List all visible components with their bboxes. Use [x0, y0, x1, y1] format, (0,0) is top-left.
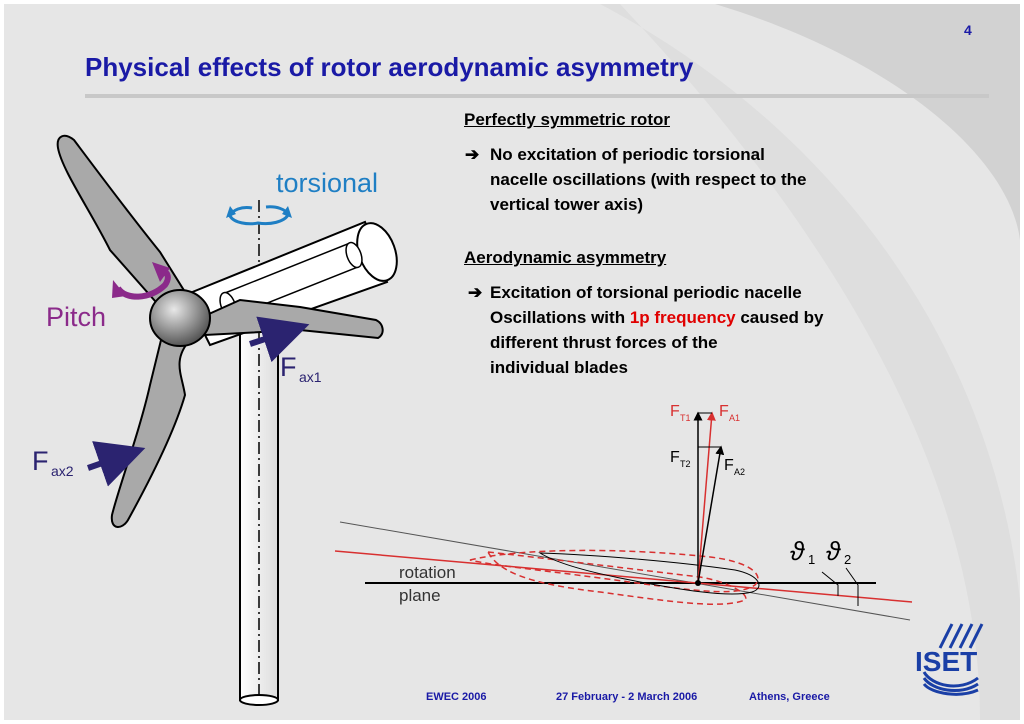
bullet-line: nacelle oscillations (with respect to th…: [490, 170, 807, 189]
bullet-line: Excitation of torsional periodic nacelle: [490, 283, 802, 302]
bullet-line: vertical tower axis): [490, 195, 644, 214]
logo-blade-icon: [922, 623, 984, 696]
arrow-right-icon: ➔: [468, 283, 483, 302]
airfoil-profile-solid: [538, 552, 760, 595]
bullet-line: Oscillations with 1p frequency caused by: [490, 305, 950, 330]
theta1-label-main: ϑ: [790, 536, 805, 566]
footer-event: EWEC 2006: [426, 691, 487, 703]
section-heading-asymmetry: Aerodynamic asymmetry: [464, 248, 667, 267]
footer-dates: 27 February - 2 March 2006: [556, 691, 698, 703]
theta1-label-sub: 1: [808, 552, 815, 567]
theta2-label-main: ϑ: [826, 536, 841, 566]
iset-logo: ISET: [915, 623, 984, 696]
bullet-symmetric: ➔ No excitation of periodic torsional na…: [465, 142, 930, 217]
ft1-label-main: F: [670, 403, 680, 420]
slide-title: Physical effects of rotor aerodynamic as…: [85, 52, 694, 82]
pitch-label: Pitch: [46, 302, 106, 332]
fa2-label-main: F: [724, 457, 734, 474]
angle-marker-theta1: [821, 571, 839, 596]
fa2-label-sub: A2: [734, 467, 745, 477]
corner-swoosh: [715, 4, 1020, 240]
fax2-label-sub: ax2: [51, 463, 74, 479]
background-arc: [600, 4, 1020, 720]
torsional-label: torsional: [276, 168, 378, 198]
ft1-label-sub: T1: [680, 413, 691, 423]
rotation-plane-label-line1: rotation: [399, 563, 456, 582]
ft2-label-sub: T2: [680, 459, 691, 469]
fa1-label-sub: A1: [729, 413, 740, 423]
highlight-1p-frequency: 1p frequency: [629, 308, 736, 327]
pivot-point: [695, 580, 701, 586]
title-divider: [85, 94, 989, 98]
torsional-arrow-icon: [226, 205, 292, 226]
bullet-line: No excitation of periodic torsional: [490, 145, 765, 164]
slide-number: 4: [964, 22, 972, 38]
fa1-label-main: F: [719, 403, 729, 420]
vector-fa1: [697, 411, 716, 584]
section-heading-symmetric: Perfectly symmetric rotor: [464, 110, 670, 129]
theta2-label-sub: 2: [844, 552, 851, 567]
pitch-arrow-icon: [112, 262, 171, 300]
force-arrow-fax1: [249, 316, 310, 363]
fax1-label-sub: ax1: [299, 369, 322, 385]
footer-location: Athens, Greece: [749, 691, 830, 703]
chord-line-2: [334, 550, 913, 603]
force-arrow-fax2: [87, 441, 146, 487]
ft2-label-main: F: [670, 449, 680, 466]
fax2-label-main: F: [32, 446, 49, 476]
airfoil-profile-dashed-2: [486, 551, 747, 605]
bullet-line: different thrust forces of the: [490, 333, 718, 352]
chord-line-1: [339, 521, 911, 621]
bullet-line: individual blades: [490, 358, 628, 377]
rotation-plane-label-line2: plane: [399, 586, 441, 605]
vector-fa2: [697, 445, 725, 584]
bullet-asymmetry: ➔ Excitation of torsional periodic nacel…: [468, 280, 950, 380]
rotor-hub: [149, 289, 211, 347]
angle-marker-theta2: [845, 567, 859, 606]
bullet-text: Oscillations with: [490, 308, 630, 327]
logo-text: ISET: [915, 646, 977, 677]
arrow-right-icon: ➔: [465, 145, 480, 164]
bullet-text: caused by: [735, 308, 824, 327]
airfoil-profile-dashed: [469, 549, 759, 593]
fax1-label-main: F: [280, 352, 297, 382]
